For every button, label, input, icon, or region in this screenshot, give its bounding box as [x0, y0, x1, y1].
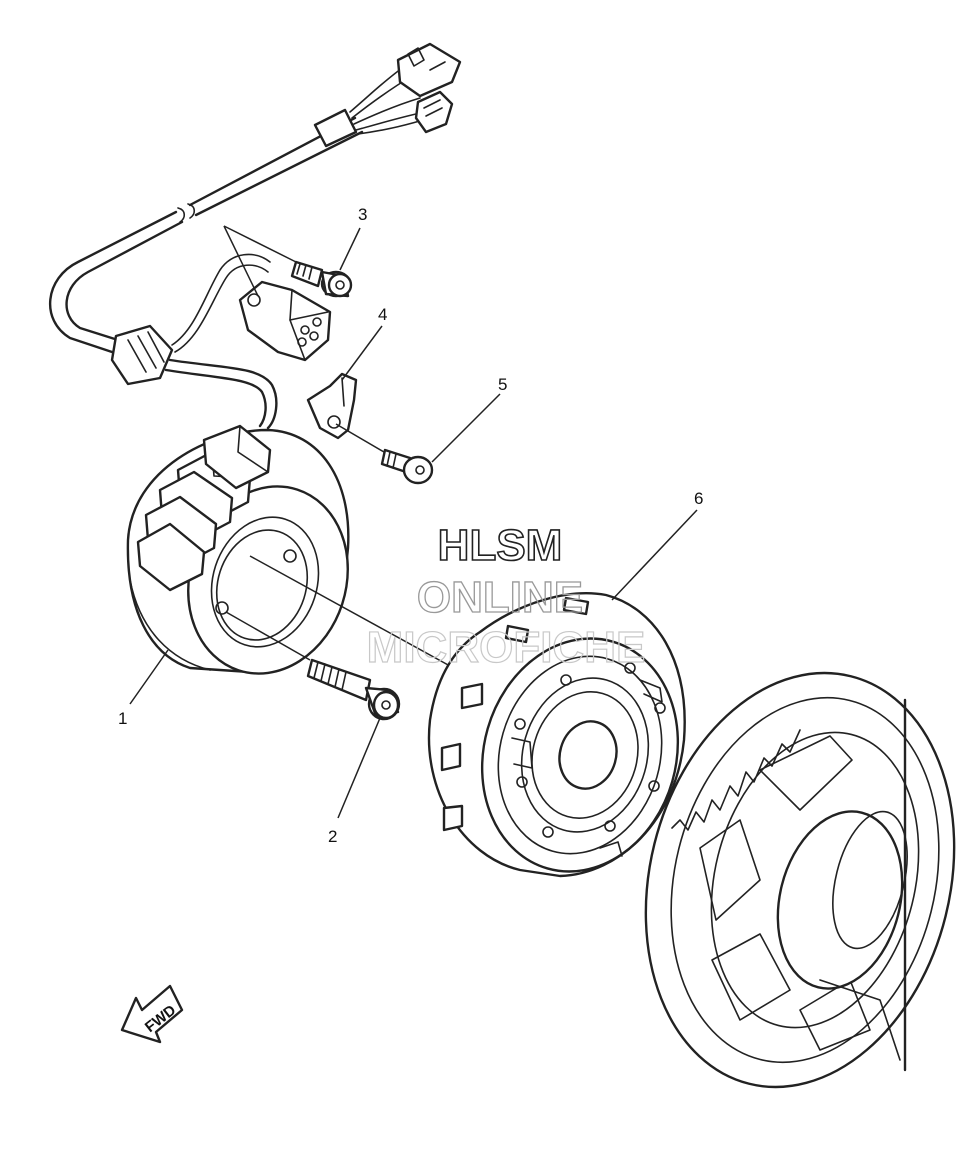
callout-4: 4 — [378, 305, 387, 324]
rotor-assembly-6 — [427, 592, 686, 878]
bolt-3 — [290, 260, 353, 298]
stator-assembly-1 — [126, 424, 350, 675]
callout-numbers: 1 2 3 4 5 6 — [118, 205, 703, 846]
retainer-plate-4 — [306, 372, 358, 440]
callout-2: 2 — [328, 827, 337, 846]
callout-5: 5 — [498, 375, 507, 394]
watermark-line-3: MICROFICHE — [367, 623, 646, 672]
callout-3: 3 — [358, 205, 367, 224]
leader-lines — [129, 227, 698, 819]
fwd-arrow-icon: FWD — [120, 984, 184, 1044]
starter-gear-assembly — [644, 671, 956, 1089]
bolt-2 — [306, 658, 401, 721]
callout-6: 6 — [694, 489, 703, 508]
pickup-coil — [223, 225, 332, 362]
watermark-line-2: ONLINE — [417, 573, 583, 622]
callout-1: 1 — [118, 709, 127, 728]
wire-harness — [48, 42, 462, 430]
watermark: HLSM ONLINE MICROFICHE — [366, 520, 646, 672]
watermark-line-1: HLSM — [438, 521, 563, 570]
bolt-5 — [335, 423, 434, 485]
